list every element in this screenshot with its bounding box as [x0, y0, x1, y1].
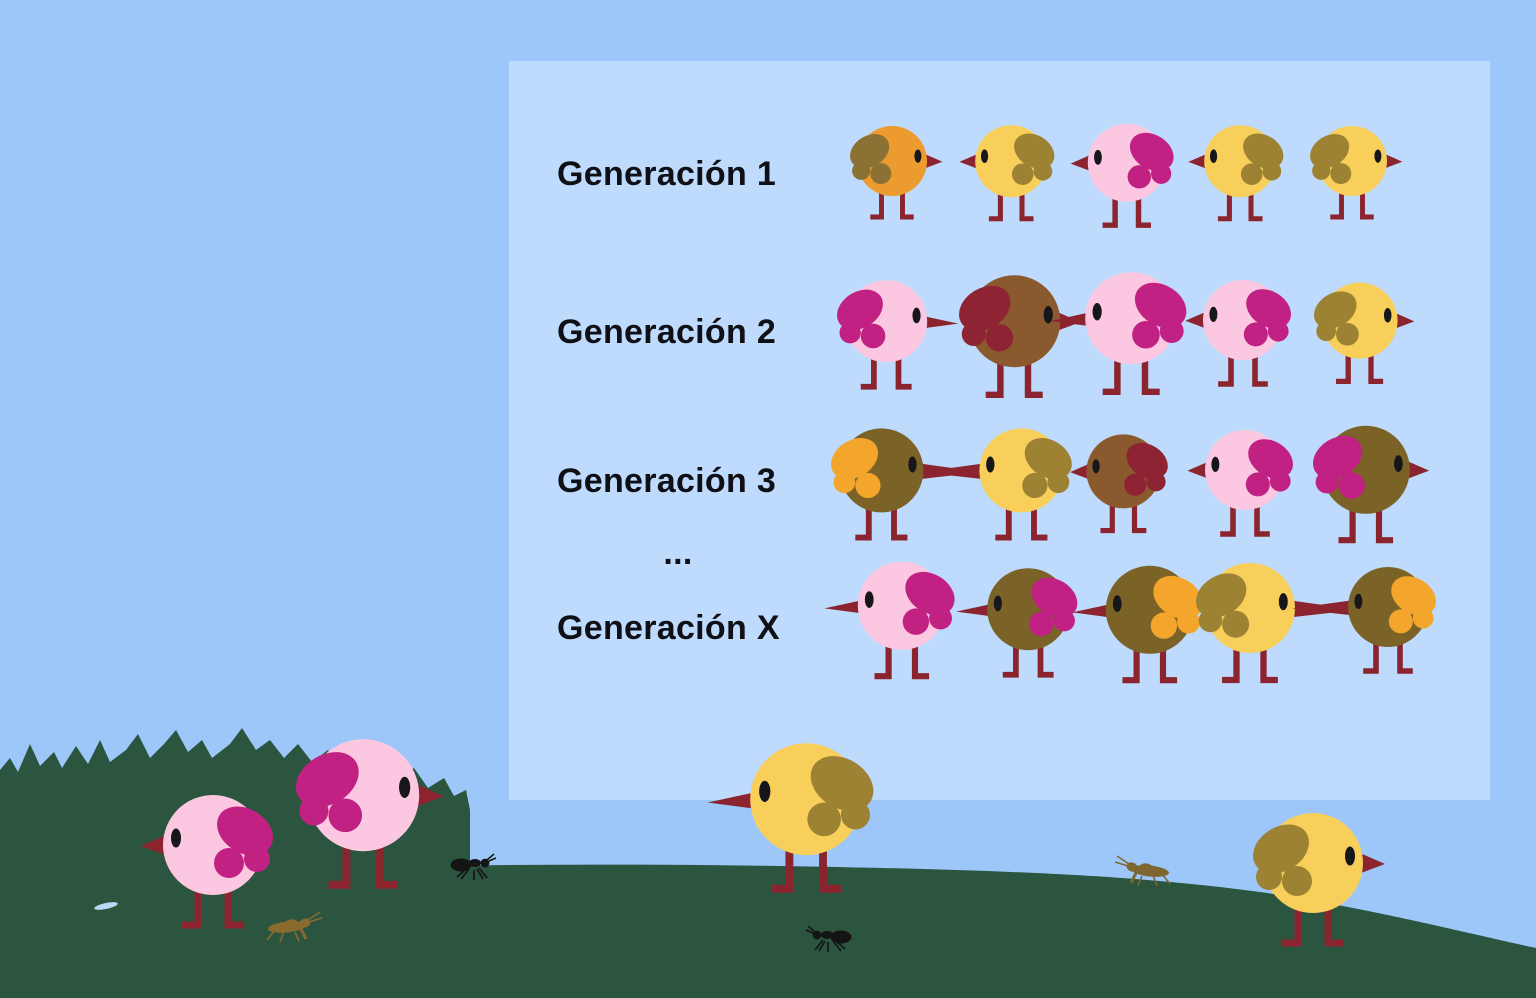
label-generacion-2: Generación 2 [557, 313, 777, 351]
ant-2 [805, 925, 852, 952]
scene-bird-1 [141, 795, 273, 929]
label-generacion-1: Generación 1 [557, 155, 777, 193]
grasshopper-4 [1114, 855, 1171, 887]
grasshopper-3 [266, 911, 323, 943]
label-generacion-3: Generación 3 [557, 462, 777, 500]
label-generacion-x: Generación X [557, 609, 780, 647]
leaf-highlight [94, 902, 118, 910]
grass-hill [0, 864, 1536, 998]
scene-bird-4 [1253, 813, 1385, 947]
ant-1 [450, 853, 497, 880]
bush [0, 728, 470, 998]
scene-bird-2 [295, 738, 444, 889]
ellipsis-label: ... [663, 534, 693, 572]
